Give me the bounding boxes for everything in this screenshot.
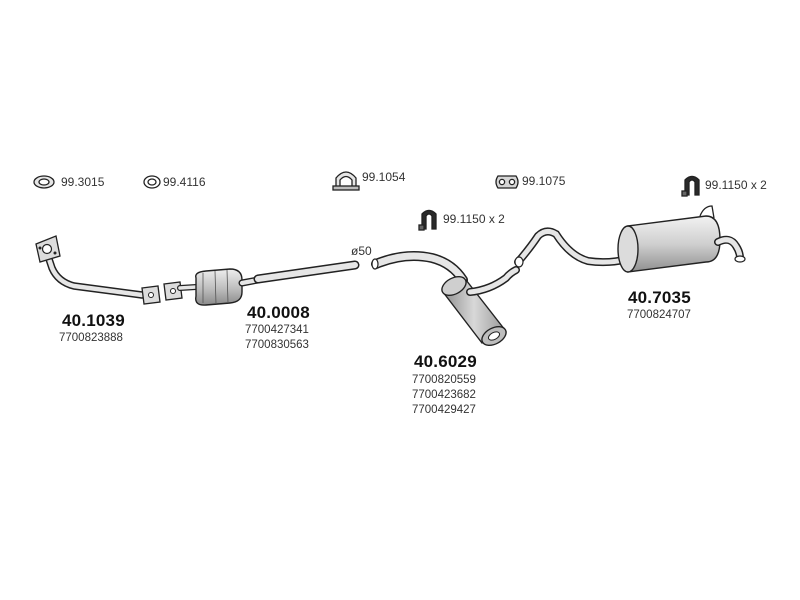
gasket-icon	[33, 175, 55, 189]
hanger-icon	[418, 209, 437, 231]
rear-silencer-drawing	[514, 205, 746, 273]
rubber-mount-double-icon	[495, 175, 519, 189]
pipe-diameter-label: ø50	[351, 244, 372, 258]
middle-silencer-oem-3: 7700429427	[412, 404, 476, 416]
rear-silencer-part-number: 40.7035	[628, 288, 691, 307]
clamp-icon	[332, 171, 360, 191]
clamp-code: 99.1054	[362, 170, 406, 184]
gasket-code: 99.3015	[61, 175, 105, 189]
catalytic-converter-oem-2: 7700830563	[245, 339, 309, 351]
catalytic-converter-part-number: 40.0008	[247, 303, 310, 322]
seal-ring-icon	[143, 175, 161, 189]
seal-ring-code: 99.4116	[163, 175, 206, 189]
catalytic-converter-oem-1: 7700427341	[245, 324, 309, 336]
middle-silencer-oem-1: 7700820559	[412, 374, 476, 386]
middle-silencer-oem-2: 7700423682	[412, 389, 476, 401]
front-pipe-drawing	[35, 235, 161, 305]
hanger-mid-code: 99.1150 x 2	[443, 212, 505, 226]
rear-silencer-oem-1: 7700824707	[627, 309, 691, 321]
front-pipe-part-number: 40.1039	[62, 311, 125, 330]
middle-silencer-drawing	[371, 251, 520, 347]
hanger-icon	[681, 175, 700, 197]
front-pipe-oem-1: 7700823888	[59, 332, 123, 344]
hanger-rear-code: 99.1150 x 2	[705, 178, 767, 192]
middle-silencer-part-number: 40.6029	[414, 352, 477, 371]
catalytic-converter-drawing	[163, 260, 360, 306]
rubber-mount-double-code: 99.1075	[522, 174, 566, 188]
